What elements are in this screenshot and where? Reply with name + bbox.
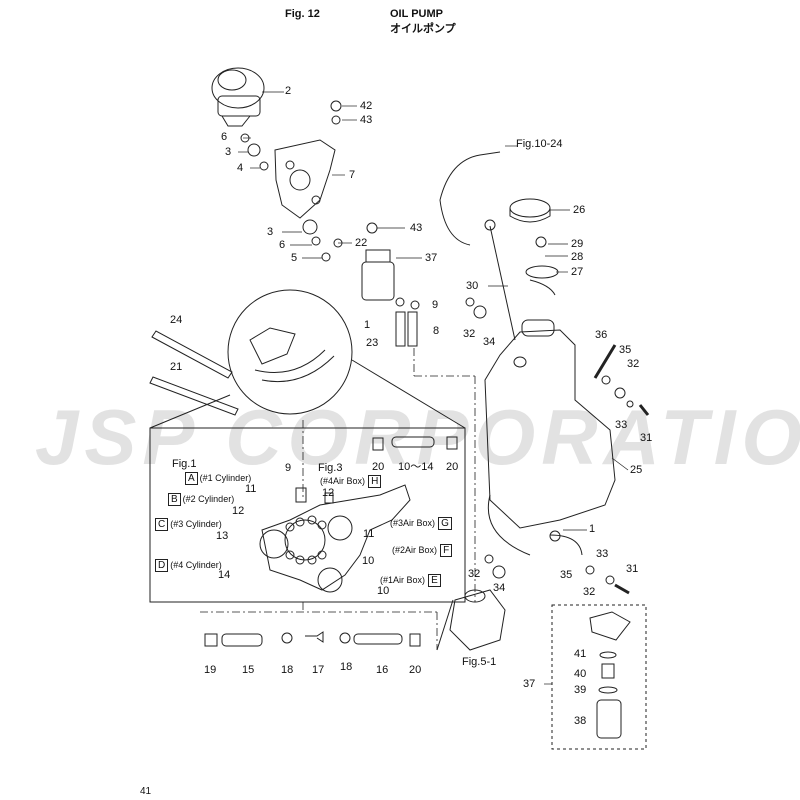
part-number[interactable]: 31 [640,432,653,444]
part-number[interactable]: 18 [340,661,353,673]
part37-frame [551,604,647,750]
part-number[interactable]: 6 [221,131,228,143]
part-number[interactable]: 3 [267,226,274,238]
part-number[interactable]: 34 [493,582,506,594]
part-number[interactable]: 20 [372,461,385,473]
part-number[interactable]: 24 [170,314,183,326]
part-number[interactable]: 28 [571,251,584,263]
figure-title-jp: オイルポンプ [390,23,456,35]
part-number[interactable]: 33 [596,548,609,560]
fig5-1-pump [449,589,506,651]
part-number[interactable]: 21 [170,361,183,373]
part-number[interactable]: 39 [574,684,587,696]
part-number[interactable]: 35 [560,569,573,581]
part-number[interactable]: 43 [360,114,373,126]
ref-fig1: Fig.1 [172,458,197,470]
cable-tie-21 [149,376,239,416]
part-number[interactable]: 2 [285,85,292,97]
part-number[interactable]: 38 [574,715,587,727]
part-number[interactable]: 30 [466,280,479,292]
oil-tank-25 [484,329,616,529]
page-number: 41 [140,786,152,797]
part-number[interactable]: 3 [225,146,232,158]
part-number[interactable]: 20 [446,461,459,473]
part-number[interactable]: 26 [573,204,586,216]
ref-fig5-1[interactable]: Fig.5-1 [462,656,497,668]
fig1-frame [149,427,466,603]
part-number[interactable]: 7 [349,169,356,181]
part-number[interactable]: 37 [425,252,438,264]
fuel-filter-37 [361,261,395,301]
part-number[interactable]: 27 [571,266,584,278]
part-number[interactable]: 32 [583,586,596,598]
cable-tie-24 [151,330,233,379]
part-number[interactable]: 10～14 [398,461,434,473]
cylinder-label-b: B(#2 Cylinder) [168,493,234,506]
bracket-7 [274,139,336,219]
part-number[interactable]: 32 [468,568,481,580]
part-number[interactable]: 9 [285,462,292,474]
ref-fig3: Fig.3 [318,462,343,474]
oil-pump-body [211,67,265,127]
oil-distributor-manifold [259,484,411,593]
part-number[interactable]: 15 [242,664,255,676]
part-number[interactable]: 9 [432,299,439,311]
part-number[interactable]: 36 [595,329,608,341]
part-number[interactable]: 14 [218,569,231,581]
part-number[interactable]: 1 [364,319,371,331]
part-number[interactable]: 22 [355,237,368,249]
part-number[interactable]: 32 [463,328,476,340]
airbox-label-h: (#4Air Box) H [320,475,383,488]
part-number[interactable]: 35 [619,344,632,356]
airbox-label-g: (#3Air Box) G [390,517,454,530]
figure-title: OIL PUMP [390,8,443,20]
cylinder-label-c: C(#3 Cylinder) [155,518,222,531]
part-number[interactable]: 4 [237,162,244,174]
part-number[interactable]: 6 [279,239,286,251]
part-number[interactable]: 12 [322,487,335,499]
part-number[interactable]: 43 [410,222,423,234]
part-number[interactable]: 10 [362,555,375,567]
part-number[interactable]: 32 [627,358,640,370]
part-number[interactable]: 11 [245,483,257,495]
part-number[interactable]: 12 [232,505,245,517]
part-number[interactable]: 20 [409,664,422,676]
part-number[interactable]: 33 [615,419,628,431]
part-number[interactable]: 25 [630,464,643,476]
part-number[interactable]: 18 [281,664,294,676]
part-number[interactable]: 42 [360,100,373,112]
part-number[interactable]: 5 [291,252,298,264]
part-number[interactable]: 23 [366,337,379,349]
part-number[interactable]: 40 [574,668,587,680]
ref-fig10-24[interactable]: Fig.10-24 [516,138,563,150]
part-number[interactable]: 1 [589,523,596,535]
part-number[interactable]: 13 [216,530,229,542]
part-number[interactable]: 10 [377,585,390,597]
cylinder-label-a: A(#1 Cylinder) [185,472,251,485]
part-number[interactable]: 8 [433,325,440,337]
part-number[interactable]: 29 [571,238,584,250]
airbox-label-e: (#1Air Box) E [380,574,443,587]
part-number[interactable]: 34 [483,336,496,348]
cylinder-label-d: D(#4 Cylinder) [155,559,222,572]
airbox-label-f: (#2Air Box) F [392,544,454,557]
part-number[interactable]: 16 [376,664,389,676]
part-number[interactable]: 17 [312,664,325,676]
part-number[interactable]: 31 [626,563,639,575]
part-number[interactable]: 37 [523,678,536,690]
detail-circle [227,289,353,415]
figure-number: Fig. 12 [285,8,320,20]
part-number[interactable]: 11 [363,528,375,540]
oil-cap-26 [509,198,551,218]
part-number[interactable]: 19 [204,664,217,676]
part-number[interactable]: 41 [574,648,587,660]
